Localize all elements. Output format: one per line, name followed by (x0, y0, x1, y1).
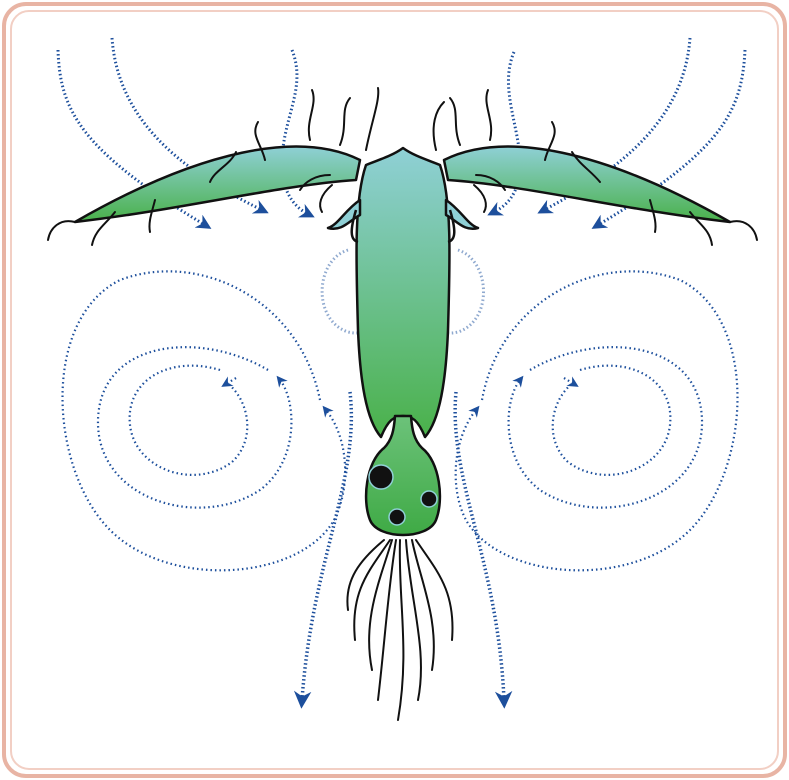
copepod-cephalothorax (356, 148, 449, 437)
egg-icon (369, 465, 393, 489)
egg-icon (389, 509, 405, 525)
egg-icon (421, 491, 437, 507)
